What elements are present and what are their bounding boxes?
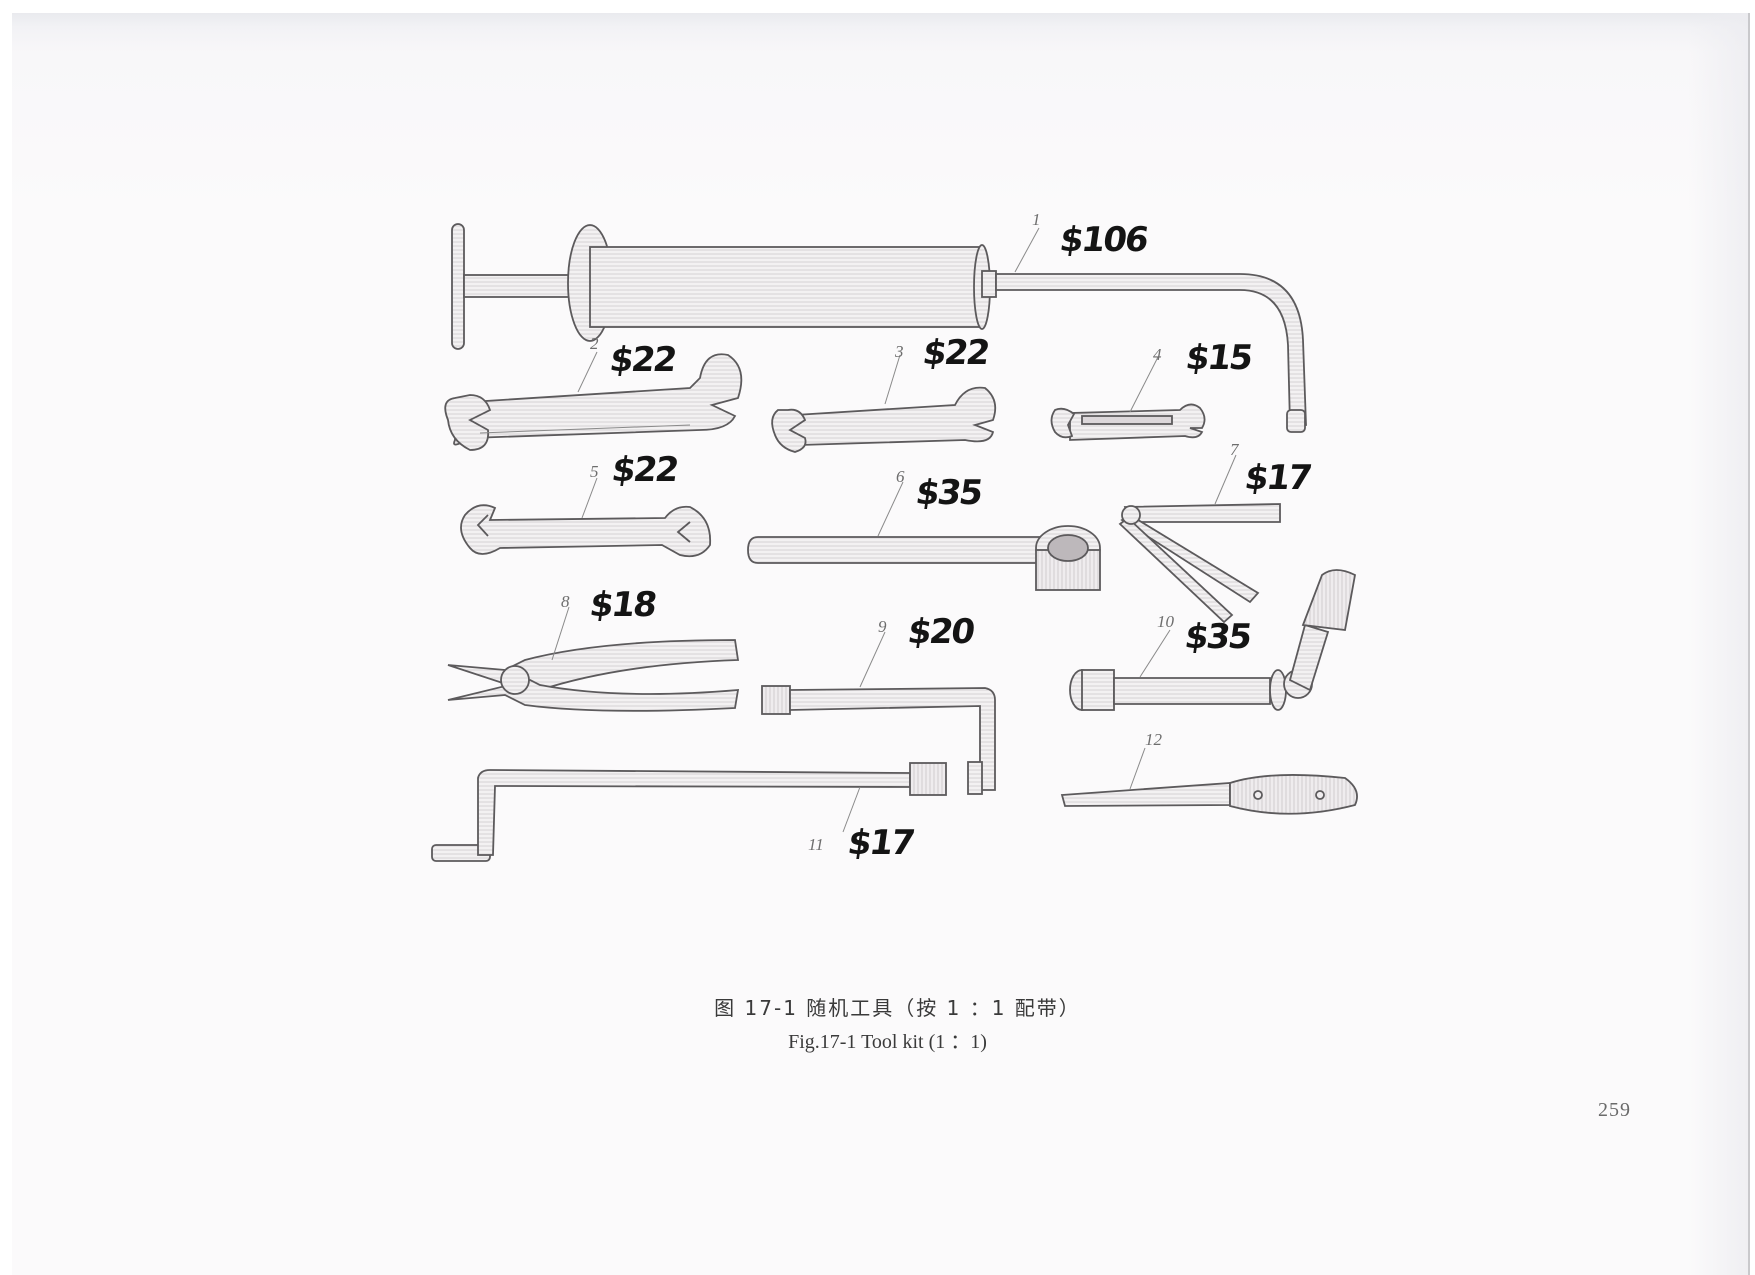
price-tool-4: $15 <box>1183 338 1254 378</box>
feeler-gauge-7-illustration <box>1118 503 1281 624</box>
wrench-4-illustration <box>1050 403 1206 441</box>
wrench-5-illustration <box>460 504 712 558</box>
price-tool-5: $22 <box>609 450 680 490</box>
wrench-3-illustration <box>771 386 997 453</box>
callout-number-2: 2 <box>590 334 599 353</box>
callout-number-1: 1 <box>1032 210 1041 229</box>
price-tool-11: $17 <box>845 823 916 863</box>
price-tool-1: $106 <box>1057 220 1150 260</box>
price-tool-9: $20 <box>905 612 976 652</box>
callout-number-7: 7 <box>1230 440 1239 459</box>
callout-number-11: 11 <box>808 835 824 854</box>
callout-number-10: 10 <box>1157 612 1174 631</box>
grease-gun-illustration <box>451 223 1307 433</box>
universal-joint-wrench-10-illustration <box>1069 569 1357 711</box>
tool-illustrations <box>431 223 1358 862</box>
tool-kit-figure: 1 2 3 4 5 6 7 8 9 10 12 11 $106 $22 $22 … <box>431 210 1358 863</box>
price-tool-6: $35 <box>913 473 984 513</box>
callout-number-12: 12 <box>1145 730 1162 749</box>
socket-wrench-6-illustration <box>747 525 1101 591</box>
l-socket-wrench-9-illustration <box>761 685 996 795</box>
price-tool-10: $35 <box>1182 617 1253 657</box>
callout-number-6: 6 <box>896 467 905 486</box>
price-tool-3: $22 <box>920 333 991 373</box>
callout-number-8: 8 <box>561 592 570 611</box>
book-page <box>12 13 1750 1275</box>
leader-lines <box>551 227 1237 833</box>
callout-number-5: 5 <box>590 462 599 481</box>
callout-number-4: 4 <box>1153 345 1162 364</box>
price-tool-7: $17 <box>1242 458 1313 498</box>
page-number: 259 <box>1598 1099 1631 1121</box>
screwdriver-12-illustration <box>1060 774 1358 815</box>
wrench-2-illustration <box>444 353 743 451</box>
crank-wrench-11-illustration <box>431 762 947 862</box>
pliers-8-illustration <box>447 639 740 712</box>
price-tool-2: $22 <box>607 340 678 380</box>
figure-caption-chinese: 图 17-1 随机工具（按 1 ：1 配带） <box>714 996 1081 1020</box>
callout-number-3: 3 <box>895 342 904 361</box>
price-tool-8: $18 <box>587 585 658 625</box>
scan-border <box>0 0 1755 13</box>
callout-number-9: 9 <box>878 617 887 636</box>
figure-caption-english: Fig.17-1 Tool kit (1 ：1) <box>788 1031 987 1053</box>
